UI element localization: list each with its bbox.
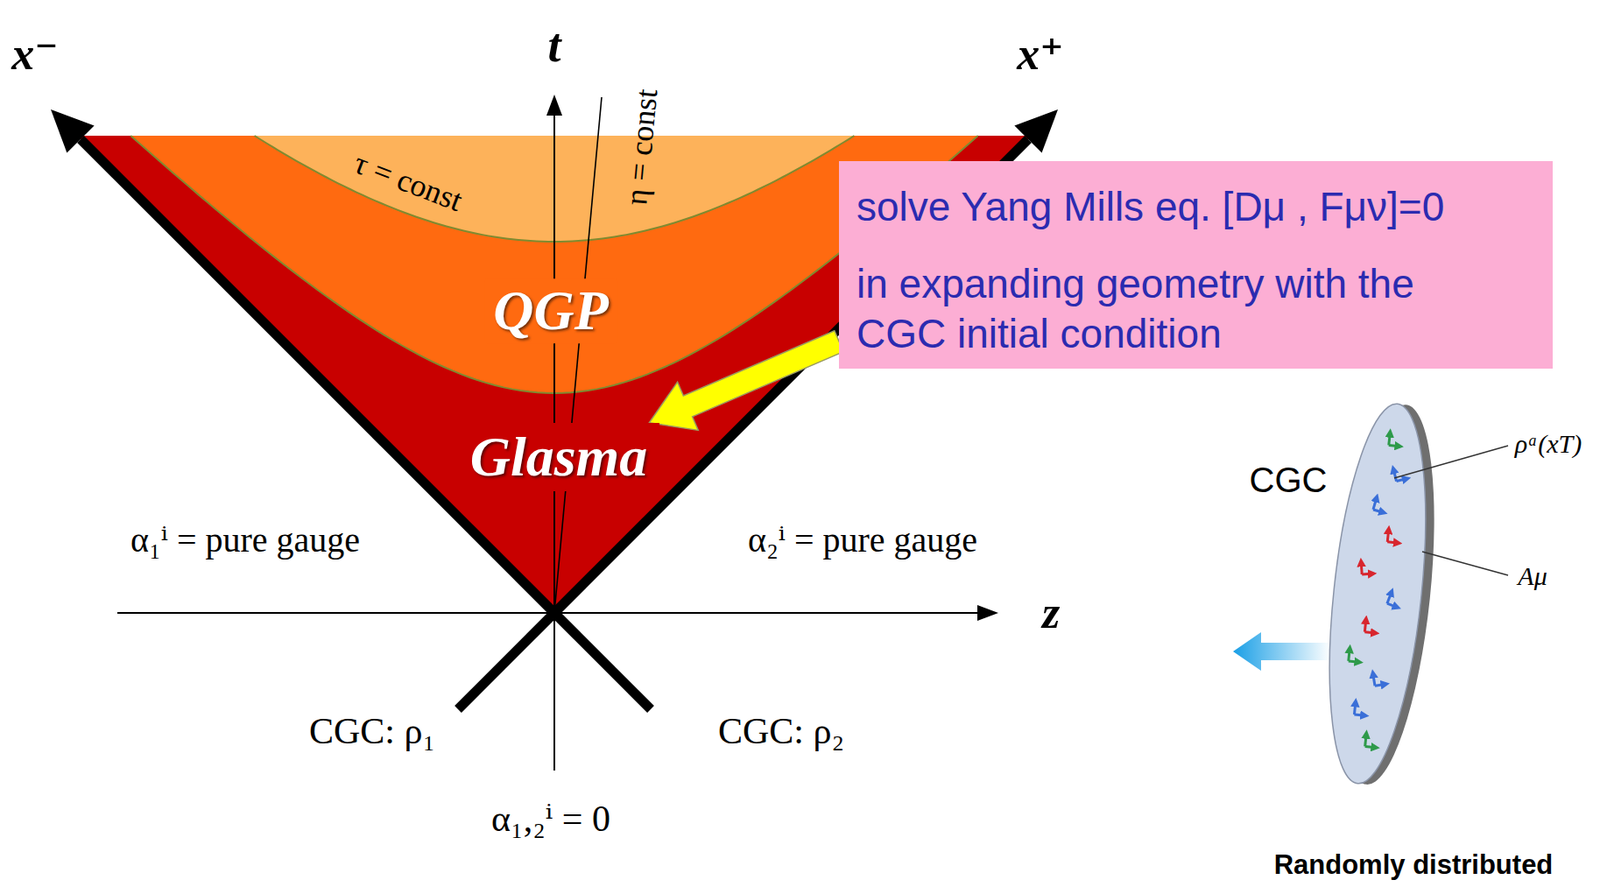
gluon-field-arrows — [1387, 591, 1403, 608]
gluon-field-arrows — [1364, 619, 1377, 634]
glasma-band: Glasma — [458, 422, 661, 492]
light-cone-arrowhead — [50, 109, 95, 154]
gluon-field-arrows — [1360, 560, 1374, 575]
field-label: α₂ⁱ = pure gauge — [747, 520, 978, 561]
gluon-field-arrows — [1365, 733, 1378, 748]
gluon-field-arrows — [1373, 670, 1387, 686]
gluon-field-arrows — [1373, 497, 1389, 514]
light-cone-line — [80, 139, 555, 614]
axis-label: x⁻ — [11, 28, 58, 81]
axis-arrowhead — [977, 605, 999, 621]
node-text: solve Yang Mills eq. [Dμ , Fμν]=0 — [856, 182, 1488, 233]
node-text: Glasma — [470, 426, 649, 488]
callout-arrow — [648, 331, 844, 431]
leader-line — [1422, 551, 1509, 576]
motion-arrow — [1233, 632, 1332, 671]
disc-label: CGC — [1249, 459, 1328, 501]
axis-label: x⁺ — [1016, 28, 1064, 81]
caption-note: Randomly distributed — [1274, 849, 1554, 882]
part-label: ρᵃ(xT) — [1515, 429, 1582, 460]
callout-box: solve Yang Mills eq. [Dμ , Fμν]=0 in expa… — [838, 161, 1553, 369]
gluon-field-arrows — [1388, 431, 1402, 446]
light-cone-arrowhead — [1014, 109, 1058, 154]
nucleus-label: CGC: ρ₂ — [718, 710, 845, 753]
part-label: Aμ — [1517, 561, 1547, 593]
disc-face — [1313, 399, 1441, 789]
region-label: QGP — [484, 278, 618, 344]
nucleus-sheet — [458, 613, 555, 710]
axis-label: t — [547, 18, 561, 73]
gluon-field-arrows — [1353, 701, 1367, 716]
axis-arrowhead — [546, 94, 563, 116]
eta-line — [554, 97, 602, 614]
field-label: α₁ⁱ = pure gauge — [130, 520, 360, 561]
nucleus-label: CGC: ρ₁ — [309, 710, 436, 753]
nucleus-sheet — [554, 613, 651, 710]
gluon-field-arrows — [1393, 465, 1408, 482]
gluon-field-arrows — [1348, 648, 1361, 663]
gluon-field-arrows — [1387, 528, 1400, 543]
field-label: α₁,₂ⁱ = 0 — [491, 797, 611, 840]
leader-line — [1394, 445, 1509, 479]
cgc-disc — [1313, 399, 1450, 790]
axis-label: z — [1042, 586, 1060, 640]
node-text: in expanding geometry with the CGC initi… — [856, 259, 1488, 360]
